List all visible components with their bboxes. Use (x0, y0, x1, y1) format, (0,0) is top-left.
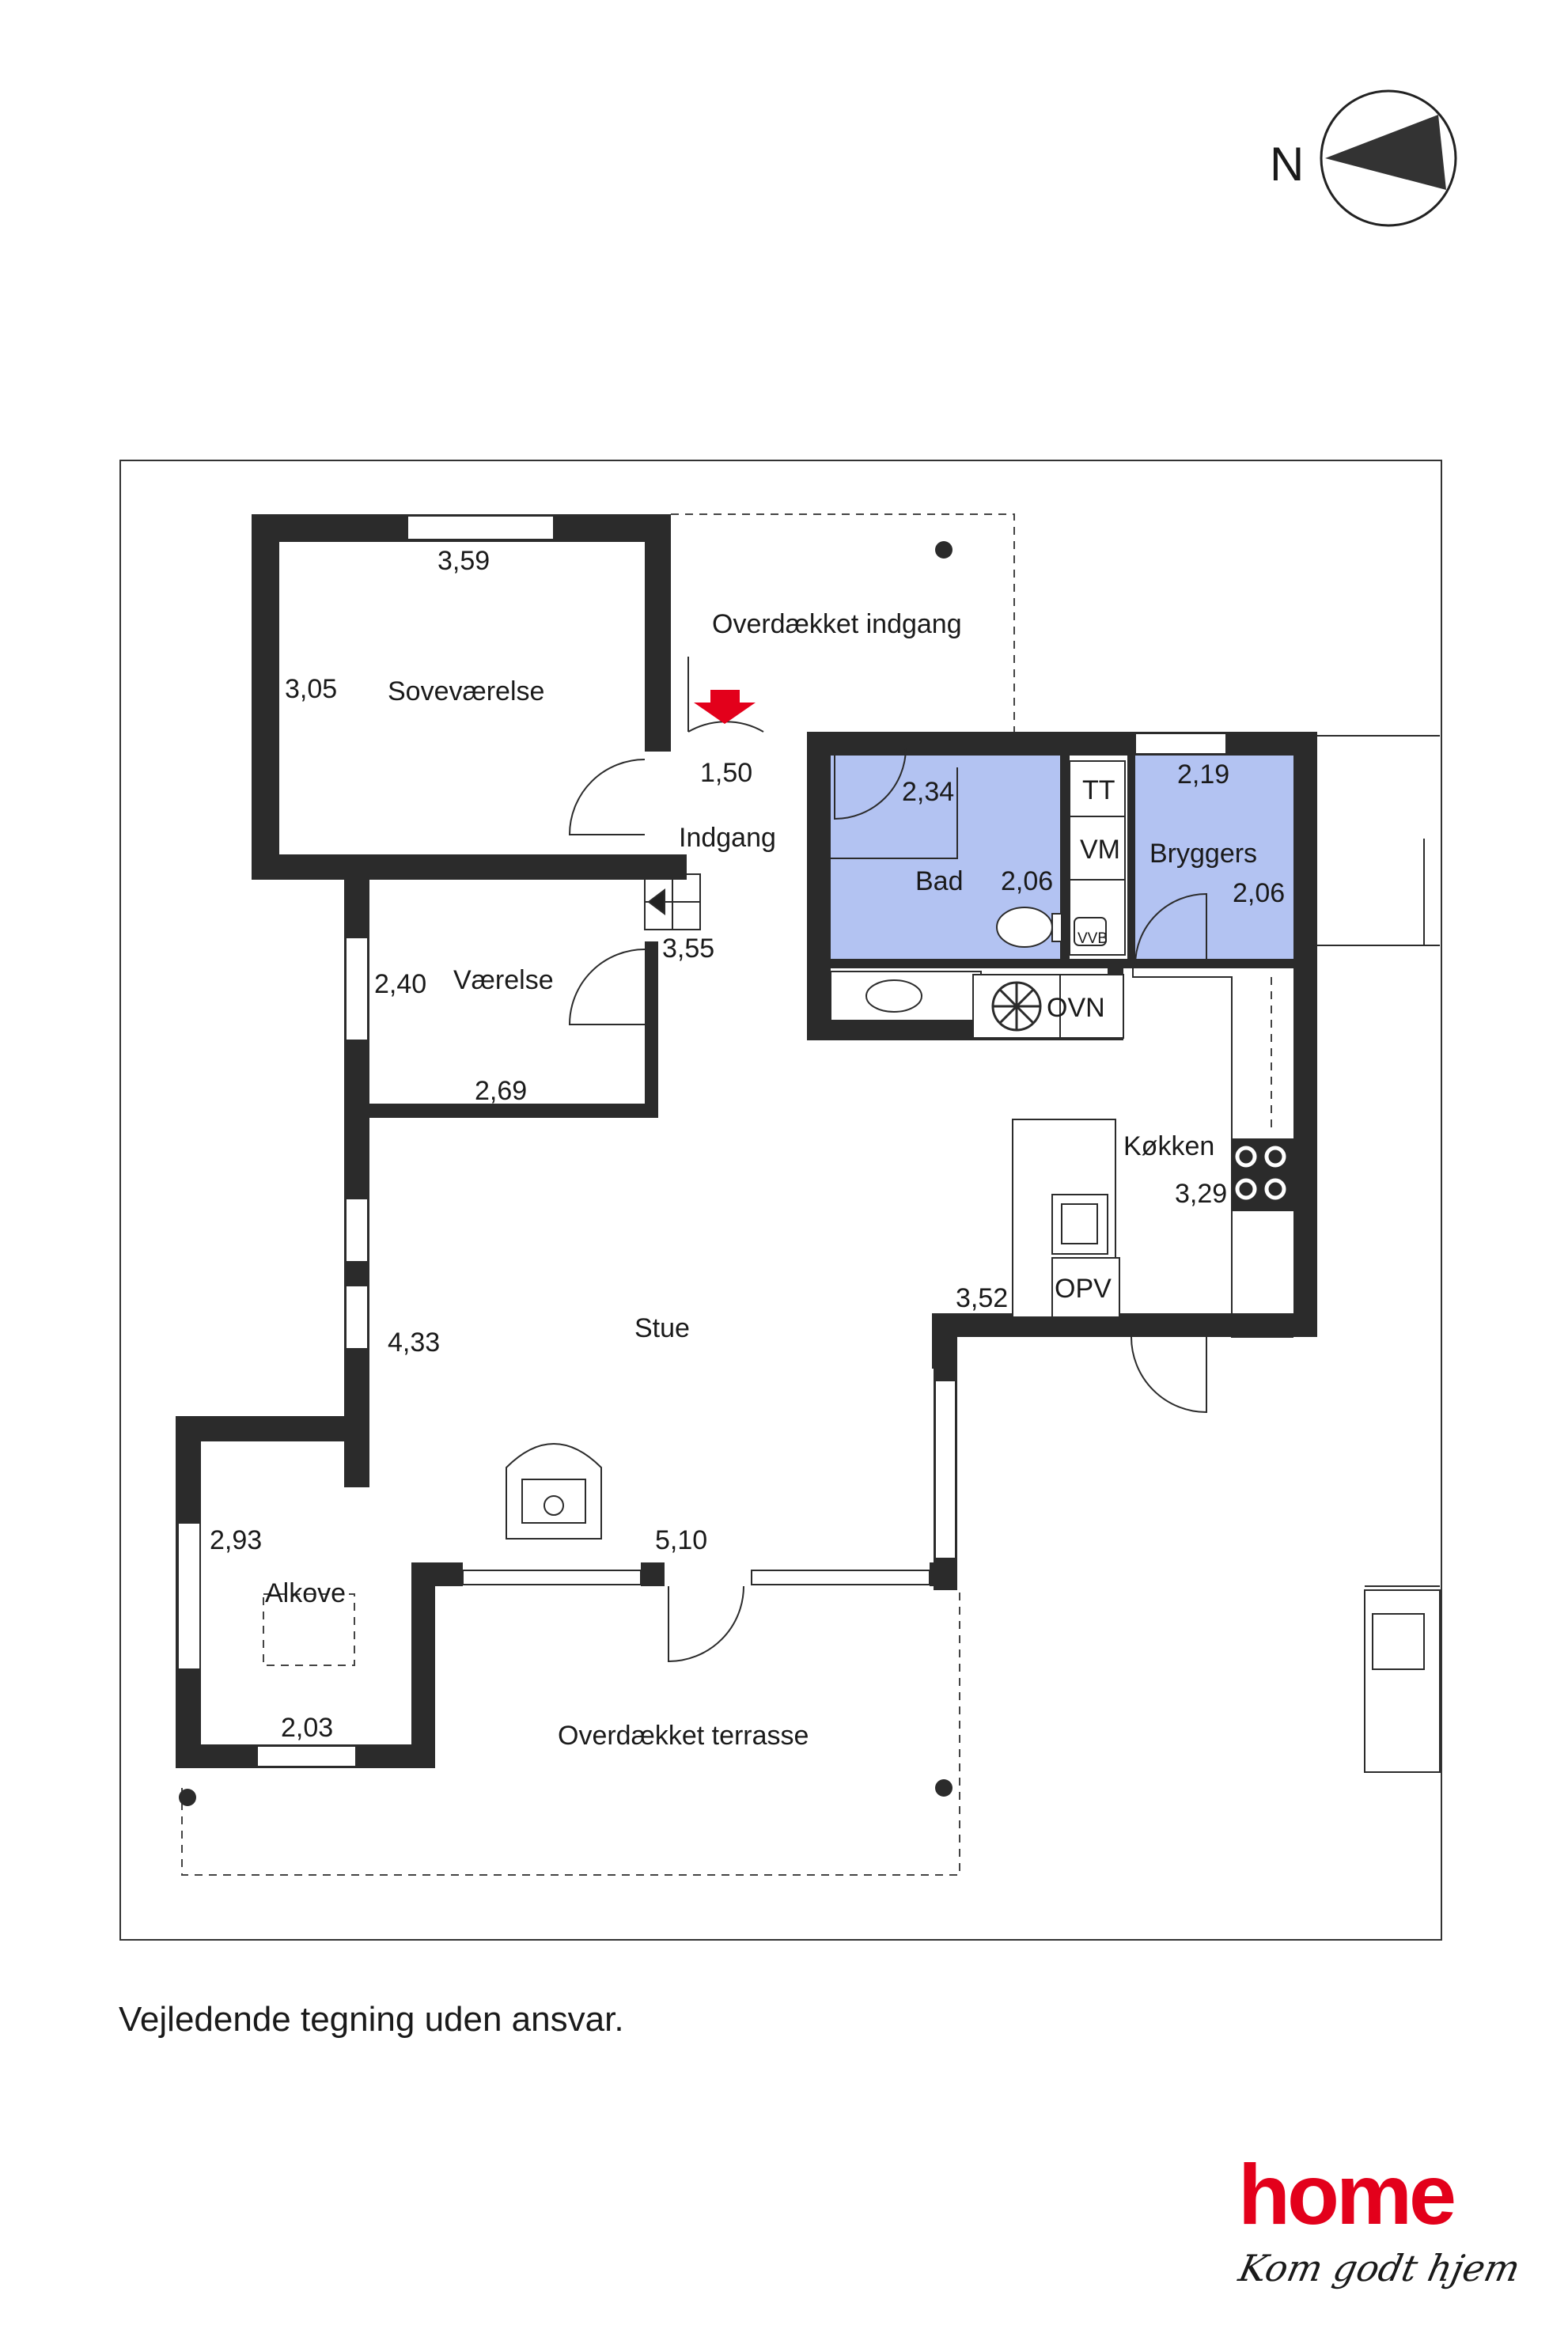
dim-koek-w: 3,52 (956, 1283, 1008, 1313)
room-label-bad: Bad (915, 866, 964, 896)
label-vm: VM (1080, 835, 1120, 865)
label-tt: TT (1082, 775, 1115, 805)
appliance-labels: TT VM VVB OVN OPV (1047, 775, 1120, 1304)
windows (177, 515, 1227, 1767)
fan-oven-icon (991, 981, 1042, 1032)
dimension-labels: 3,59 3,05 1,50 3,55 2,34 2,06 2,19 2,06 … (210, 546, 1285, 1743)
plan-frame (119, 460, 1442, 1941)
room-label-stue: Stue (634, 1313, 690, 1343)
entry-step (644, 873, 701, 930)
kitchen-fixtures (972, 974, 1441, 1773)
step-arrow-icon (647, 888, 665, 915)
compass-label: N (1270, 138, 1304, 191)
room-label-koekken: Køkken (1123, 1131, 1214, 1161)
dim-indgang-h: 3,55 (662, 934, 714, 964)
covered-area-outlines (181, 513, 1272, 1876)
label-vvb: VVB (1078, 930, 1108, 947)
room-label-indgang: Indgang (679, 823, 776, 853)
label-ovn: OVN (1047, 993, 1105, 1023)
dim-vaer-w: 2,69 (475, 1076, 527, 1106)
dim-sove-w: 3,59 (437, 546, 490, 576)
toilet-icon (996, 907, 1053, 948)
dim-bryggers-w: 2,19 (1177, 759, 1229, 790)
disclaimer-text: Vejledende tegning uden ansvar. (119, 2000, 624, 2039)
brand-wordmark: home (1238, 2146, 1456, 2242)
wood-stove-icon (506, 1443, 602, 1540)
dim-stue-h: 4,33 (388, 1327, 440, 1358)
dim-alkove-w: 2,03 (281, 1713, 333, 1743)
dim-sove-h: 3,05 (285, 674, 337, 704)
compass-needle-icon (1325, 115, 1446, 190)
brand-tagline: Kom godt hjem (1235, 2247, 1524, 2290)
dim-alkove-h: 2,93 (210, 1525, 262, 1555)
room-labels: Soveværelse Overdækket indgang Indgang B… (265, 609, 1257, 1751)
dim-indgang-w: 1,50 (700, 758, 752, 788)
room-label-overdaekket-terrasse: Overdækket terrasse (558, 1721, 809, 1751)
dim-bad-h: 2,06 (1001, 866, 1053, 896)
room-label-vaerelse: Værelse (453, 965, 554, 995)
dim-bad-w: 2,34 (902, 777, 954, 807)
stove-icon (1235, 1146, 1286, 1200)
room-label-overdaekket-indgang: Overdækket indgang (712, 609, 962, 639)
label-opv: OPV (1055, 1274, 1112, 1304)
north-compass: N (1270, 89, 1457, 227)
dim-stue-w: 5,10 (655, 1525, 707, 1555)
room-label-sovevaerelse: Soveværelse (388, 676, 544, 706)
room-label-alkove: Alkove (265, 1578, 346, 1608)
dim-vaer-h: 2,40 (374, 969, 426, 999)
columns (179, 541, 953, 1806)
dim-koek-h: 3,29 (1175, 1179, 1227, 1209)
right-side-outline (1317, 735, 1440, 1587)
shower-partition (823, 767, 1293, 1338)
entry-arrow-icon (694, 690, 756, 724)
bath-fixtures (830, 760, 1126, 1021)
dim-bryggers-h: 2,06 (1233, 878, 1285, 908)
room-label-bryggers: Bryggers (1149, 839, 1257, 869)
brand-logo: home Kom godt hjem (1235, 2146, 1524, 2318)
